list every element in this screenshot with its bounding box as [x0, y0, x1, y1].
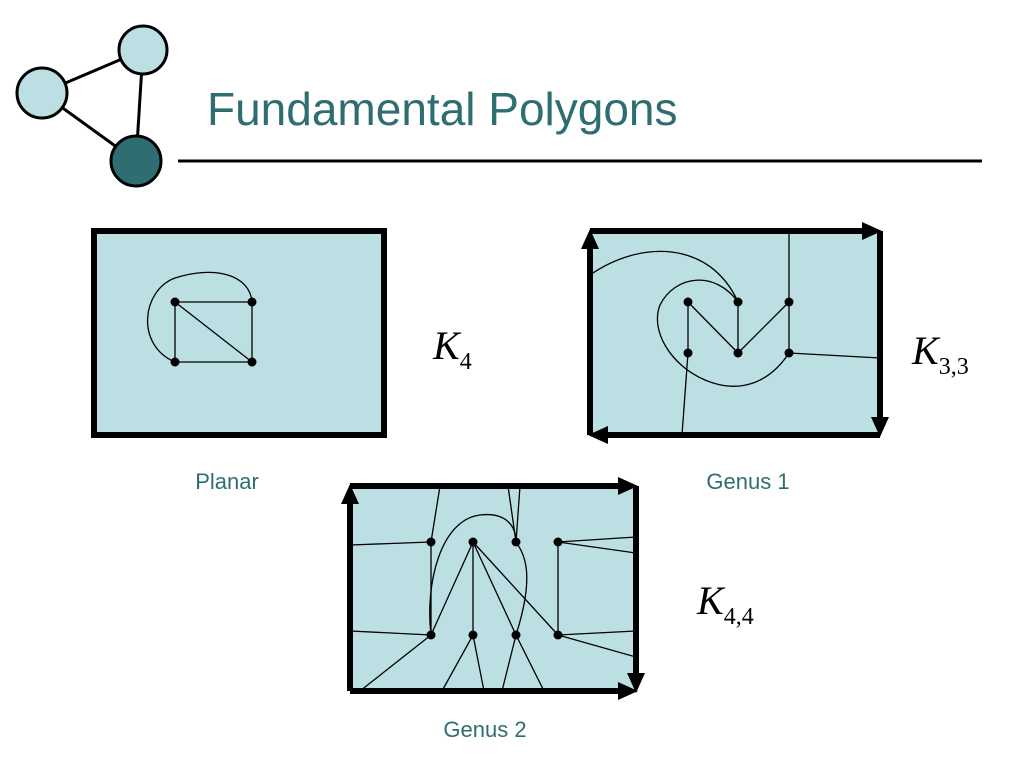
k44-letter: K — [697, 578, 724, 623]
planar-diagram — [91, 228, 387, 438]
k33-letter: K — [912, 328, 939, 373]
k33-label: K3,3 — [912, 328, 969, 380]
k4-label: K4 — [433, 323, 472, 375]
page-title: Fundamental Polygons — [207, 83, 678, 135]
k33-subscript: 3,3 — [938, 354, 969, 380]
k4-subscript: 4 — [459, 349, 472, 375]
k44-subscript: 4,4 — [723, 604, 754, 630]
k44-label: K4,4 — [697, 578, 754, 630]
genus1-caption: Genus 1 — [706, 469, 790, 494]
planar-caption: Planar — [195, 469, 259, 494]
genus2-caption: Genus 2 — [443, 717, 527, 742]
graph-triangle-icon — [15, 24, 169, 188]
title-underline — [178, 159, 982, 163]
k4-letter: K — [433, 323, 460, 368]
genus2-diagram — [341, 477, 645, 700]
genus1-diagram — [581, 222, 889, 444]
